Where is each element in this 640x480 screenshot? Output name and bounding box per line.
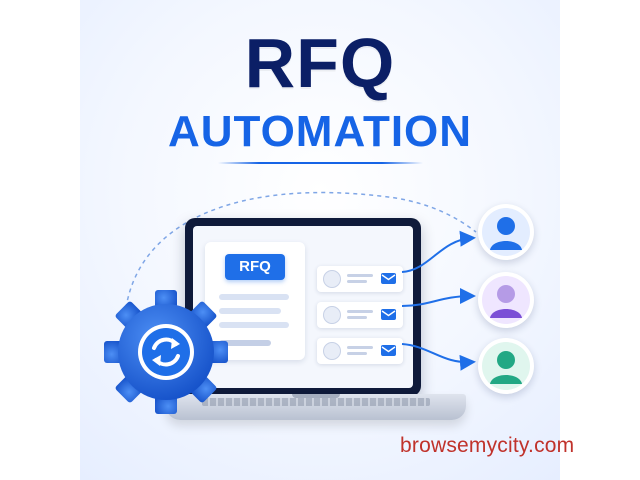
laptop: RFQ [185,218,421,396]
left-margin [0,0,80,480]
row-text-line [347,352,367,355]
list-item [317,302,403,328]
document-line [219,340,271,346]
laptop-display: RFQ [193,226,413,388]
watermark-text: browsemycity.com [400,434,575,457]
list-item [317,266,403,292]
mail-icon [381,345,396,356]
row-text-line [347,346,373,349]
illustration: RFQ AUTOMATION RFQ [80,0,560,480]
document-line [219,308,281,314]
title-rfq: RFQ [244,24,396,102]
row-text-line [347,280,367,283]
document-line [219,294,289,300]
user-icon [323,342,341,360]
mail-icon [381,309,396,320]
recipient-avatar-2 [478,272,534,328]
row-text-line [347,310,373,313]
document-line [219,322,289,328]
laptop-notch [292,394,340,398]
list-item [317,338,403,364]
mail-icon [381,273,396,284]
recipient-avatar-3 [478,338,534,394]
user-icon [482,276,530,324]
rfq-document: RFQ [205,242,305,360]
laptop-base [166,394,466,420]
rfq-badge: RFQ [225,254,285,280]
user-icon [482,342,530,390]
user-icon [482,208,530,256]
title-underline [218,162,423,164]
gear-icon [104,290,228,414]
row-text-line [347,274,373,277]
keyboard [202,398,430,406]
row-text-line [347,316,367,319]
right-margin [560,0,640,480]
user-icon [323,306,341,324]
recipient-avatar-1 [478,204,534,260]
title-automation: AUTOMATION [167,107,473,156]
user-icon [323,270,341,288]
